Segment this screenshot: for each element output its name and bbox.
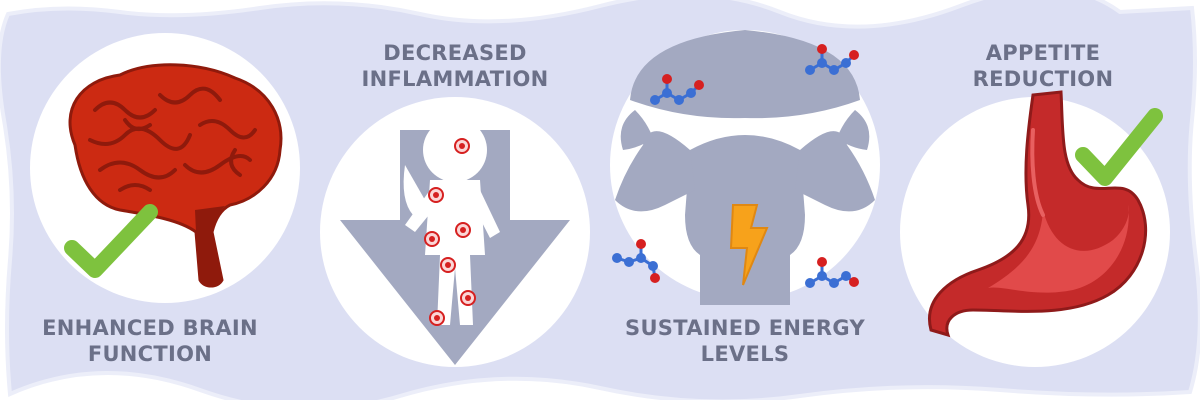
label-decreased-inflammation: DECREASED INFLAMMATION xyxy=(361,41,549,91)
label-appetite-reduction: APPETITE REDUCTION xyxy=(972,41,1114,91)
molecule-icon xyxy=(650,74,704,105)
panel-inflammation: DECREASED INFLAMMATION xyxy=(305,0,605,400)
checkmark-icon xyxy=(64,204,158,278)
checkmark-icon xyxy=(1075,108,1163,186)
lightning-bolt-icon xyxy=(729,204,769,286)
stomach-icon xyxy=(928,90,1148,338)
brain-icon xyxy=(68,63,283,288)
molecule-icon xyxy=(805,44,859,75)
molecule-icon xyxy=(805,257,859,288)
label-enhanced-brain-function: ENHANCED BRAIN FUNCTION xyxy=(42,316,258,366)
child-figure-icon xyxy=(403,118,500,325)
inflammation-target-icon xyxy=(424,138,476,326)
label-sustained-energy-levels: SUSTAINED ENERGY LEVELS xyxy=(625,316,865,366)
molecule-icon xyxy=(612,239,660,283)
panel-energy: SUSTAINED ENERGY LEVELS xyxy=(595,0,895,400)
panel-brain: ENHANCED BRAIN FUNCTION xyxy=(0,0,300,400)
panel-appetite: APPETITE REDUCTION xyxy=(893,0,1193,400)
